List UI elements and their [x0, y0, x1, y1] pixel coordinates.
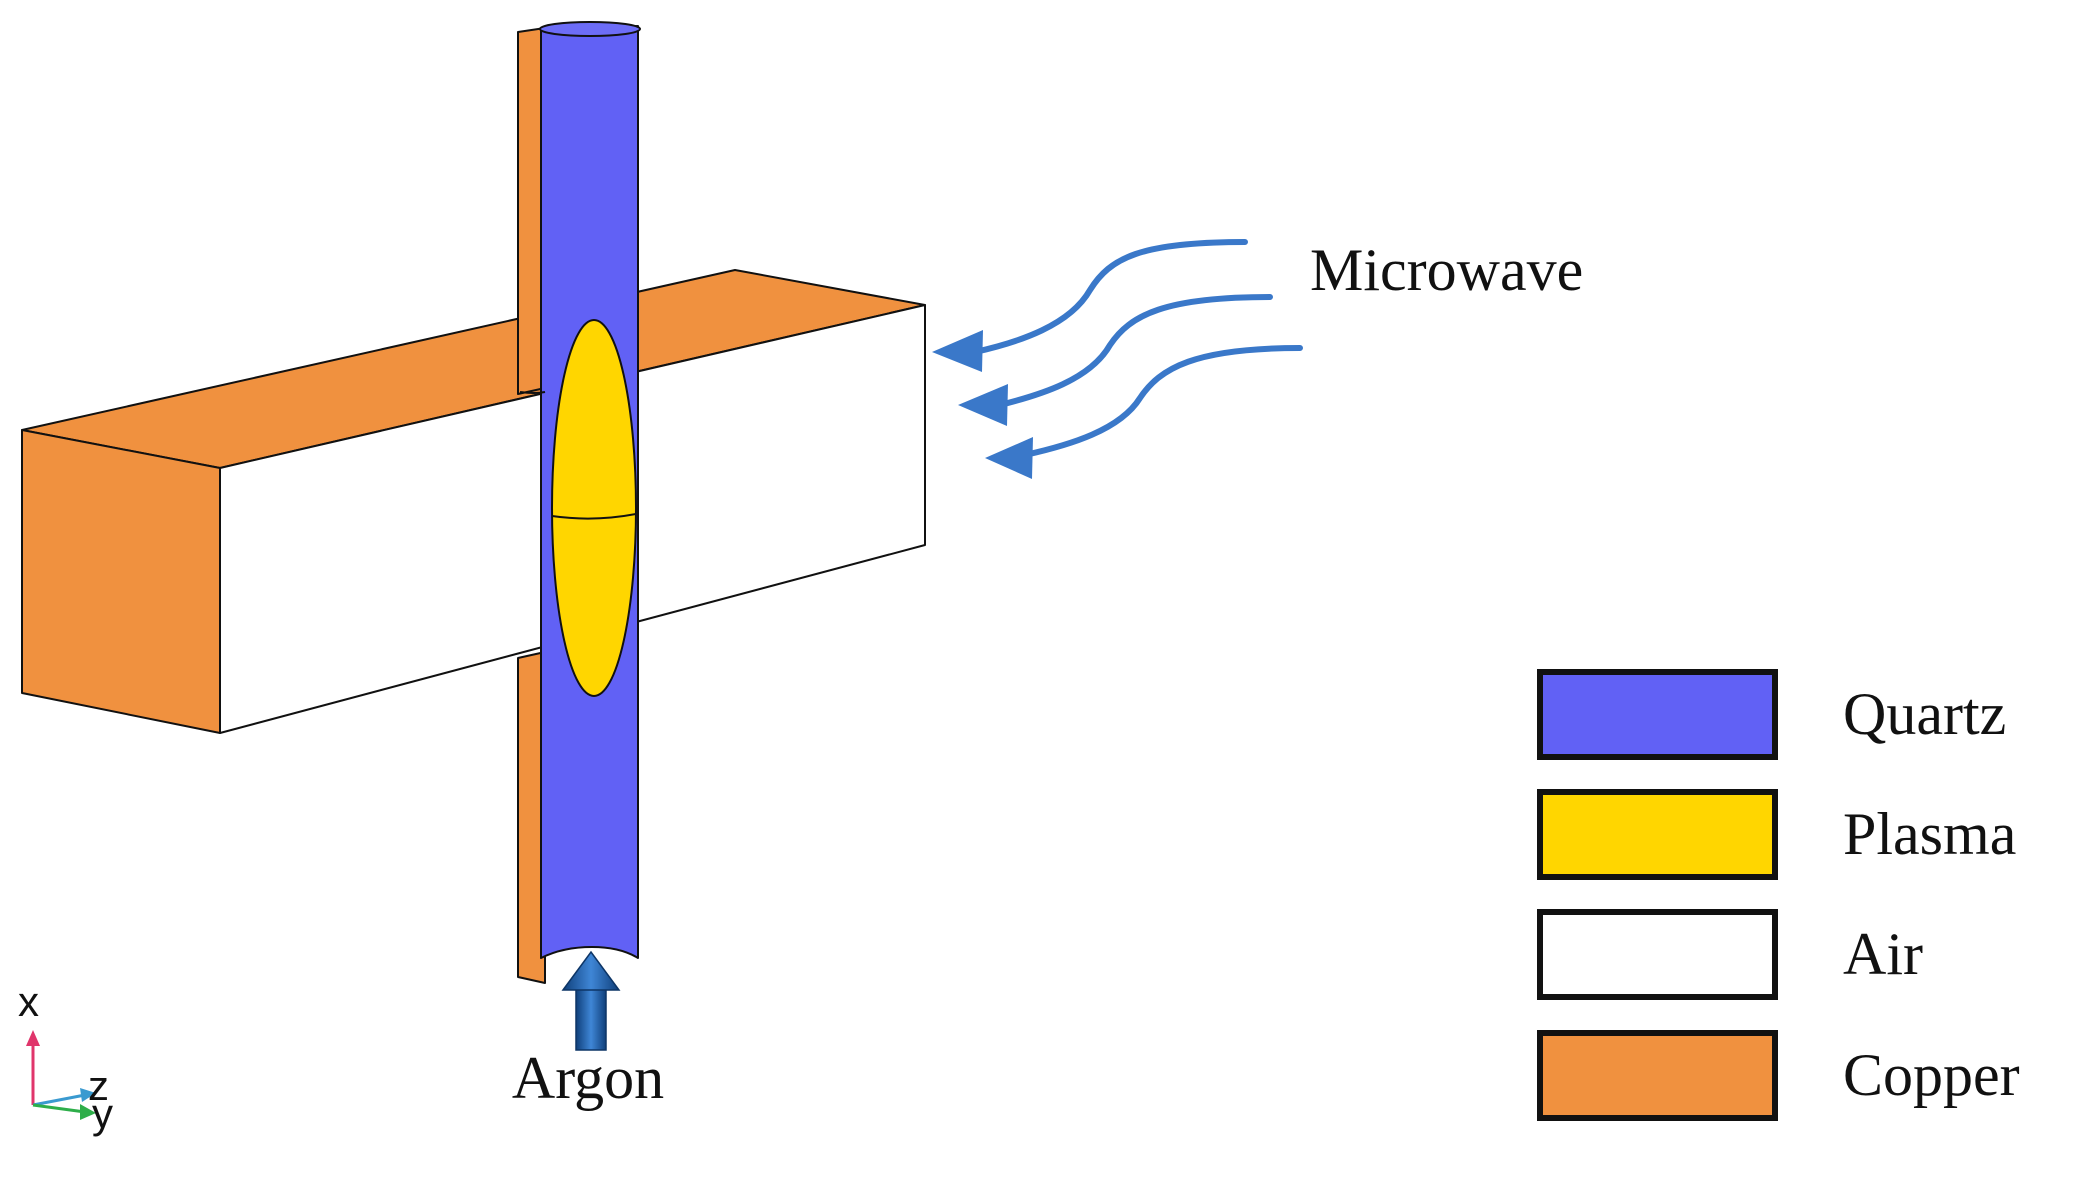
quartz-tube [517, 21, 641, 984]
microwave-arrow-2 [997, 294, 1273, 408]
legend-swatch-plasma [1537, 789, 1778, 880]
quartz-seam [519, 391, 546, 394]
quartz-top-rim [539, 21, 641, 37]
legend-label-quartz: Quartz [1843, 681, 2006, 747]
copper-strip-lower [517, 651, 546, 984]
microwave-arrowheads [932, 330, 1033, 479]
argon-label: Argon [512, 1045, 664, 1111]
legend-label-plasma: Plasma [1843, 801, 2016, 867]
legend-swatch-copper [1537, 1030, 1778, 1121]
axis-z-label: z [88, 1062, 109, 1109]
legend-swatch-quartz [1537, 669, 1778, 760]
plasma-ellipsoid [551, 319, 637, 697]
axis-triad [26, 1030, 96, 1120]
waveguide-left-face [21, 429, 221, 734]
axis-y-label: y [92, 1090, 113, 1137]
waveguide-box [21, 269, 926, 734]
argon-arrow [561, 950, 621, 1051]
legend-swatch-air [1537, 909, 1778, 1000]
legend-label-air: Air [1843, 921, 1923, 987]
microwave-arrows [972, 239, 1303, 458]
axis-x-label: x [18, 978, 39, 1025]
legend-label-copper: Copper [1843, 1042, 2020, 1108]
plasma-equator [551, 513, 637, 520]
microwave-arrow-1 [972, 239, 1248, 355]
microwave-label: Microwave [1310, 237, 1583, 303]
microwave-arrow-3 [1022, 345, 1303, 458]
